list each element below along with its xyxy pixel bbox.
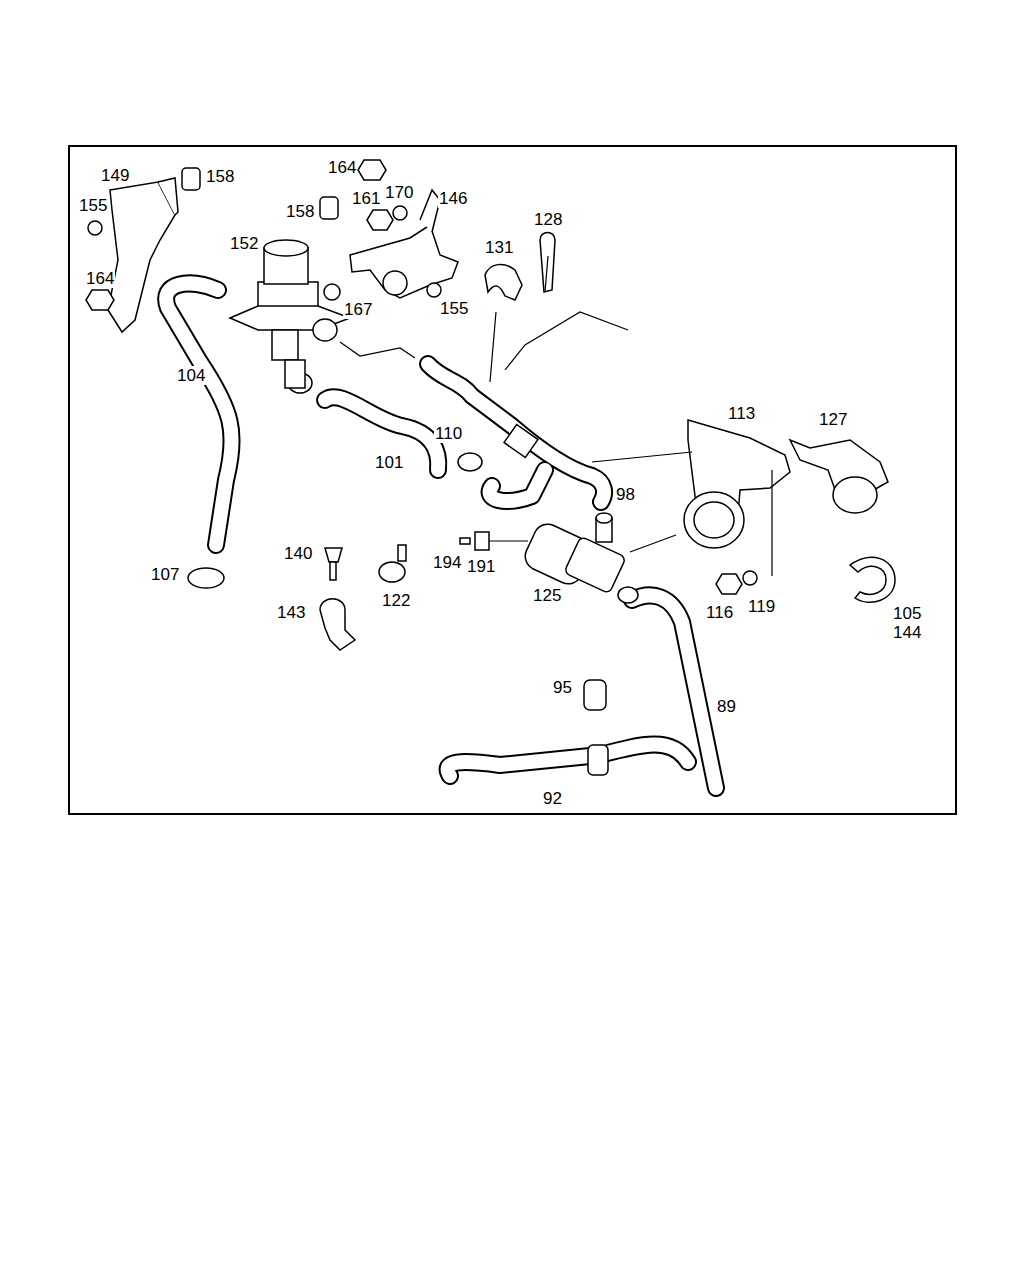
callout-number: 110 <box>434 424 463 443</box>
hoses <box>166 284 716 788</box>
callout-number: 89 <box>716 697 737 716</box>
callout-number: 170 <box>384 183 414 202</box>
callout-number: 164 <box>327 158 357 177</box>
callout-number: 104 <box>176 366 206 385</box>
callout-number: 125 <box>532 586 562 605</box>
callout-number: 149 <box>100 166 130 185</box>
callout-number: 155 <box>78 196 108 215</box>
callout-number: 119 <box>747 597 776 616</box>
callout-number: 161 <box>351 189 381 208</box>
callout-number: 131 <box>484 238 514 257</box>
callout-number: 127 <box>818 410 848 429</box>
callout-number: 152 <box>229 234 259 253</box>
callout-number: 144 <box>892 623 922 642</box>
callout-number: 128 <box>533 210 563 229</box>
callout-number: 167 <box>343 300 373 319</box>
callout-number: 92 <box>542 789 563 808</box>
callout-number: 107 <box>150 565 180 584</box>
callout-number: 122 <box>381 591 411 610</box>
callout-number: 191 <box>466 557 496 576</box>
callout-number: 98 <box>615 485 636 504</box>
callout-number: 155 <box>439 299 469 318</box>
callout-number: 116 <box>705 603 734 622</box>
callout-number: 101 <box>374 453 404 472</box>
callout-number: 95 <box>552 678 573 697</box>
leader-lines <box>340 256 772 576</box>
callout-number: 105 <box>892 604 922 623</box>
callout-number: 143 <box>276 603 306 622</box>
callout-number: 146 <box>438 189 468 208</box>
callout-number: 158 <box>205 167 235 186</box>
callout-number: 164 <box>85 269 115 288</box>
callout-number: 158 <box>285 202 315 221</box>
parts <box>86 160 895 775</box>
frame <box>69 146 956 814</box>
callout-number: 140 <box>283 544 313 563</box>
callout-number: 194 <box>432 553 462 572</box>
callout-number: 113 <box>727 404 756 423</box>
